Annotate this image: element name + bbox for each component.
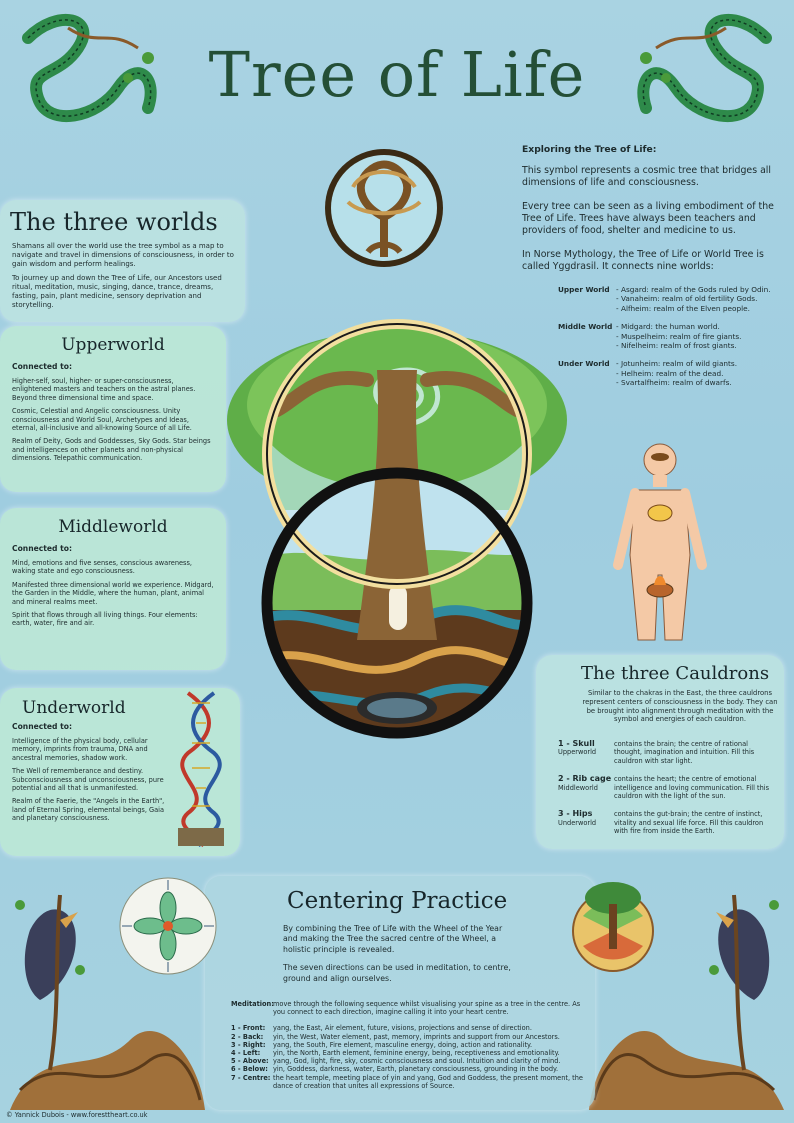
direction-text: yang, the East, Air element, future, vis… [273, 1024, 532, 1033]
world-line: - Helheim: realm of the dead. [616, 368, 724, 378]
upperworld-panel: Upperworld Connected to: Higher-self, so… [0, 326, 226, 492]
upperworld-p1: Higher-self, soul, higher- or super-cons… [12, 377, 196, 402]
world-group-label: Middle World [558, 322, 613, 332]
dragon-illustration-right [637, 14, 772, 122]
tree-of-life-illustration [227, 319, 567, 739]
world-line: - Alfheim: realm of the Elven people. [616, 303, 750, 313]
meditation-text: move through the following sequence whil… [273, 1000, 581, 1017]
middleworld-heading: Middleworld [58, 517, 168, 537]
three-worlds-heading: The three worlds [10, 208, 218, 236]
world-group-under: Under World - Jotunheim: realm of wild g… [558, 359, 778, 387]
centering-p1: By combining the Tree of Life with the W… [283, 924, 503, 954]
exploring-p2: Every tree can be seen as a living embod… [522, 201, 774, 236]
cauldron-text: contains the gut-brain; the centre of in… [614, 810, 764, 836]
world-group-label: Under World [558, 359, 610, 369]
dna-helix-icon [178, 691, 224, 848]
direction-text: yin, the West, Water element, past, memo… [273, 1032, 560, 1041]
cauldron-world: Upperworld [558, 748, 597, 757]
exploring-p3: In Norse Mythology, the Tree of Life or … [522, 249, 764, 272]
credit-text: © Yannick Dubois - www.foresttheart.co.u… [6, 1111, 148, 1119]
direction-key: 6 - Below: [231, 1065, 268, 1074]
direction-row: 5 - Above: yang, God, light, fire, sky, c… [231, 1057, 586, 1065]
direction-text: yang, the South, Fire element, masculine… [273, 1040, 533, 1049]
cauldron-text: contains the heart; the centre of emotio… [614, 775, 770, 801]
middleworld-p1: Mind, emotions and five senses, consciou… [12, 559, 193, 576]
world-line: - Nifelheim: realm of frost giants. [616, 341, 737, 351]
centering-p2: The seven directions can be used in medi… [283, 963, 511, 983]
world-line: - Jotunheim: realm of wild giants. [616, 359, 738, 369]
cauldron-name: 2 - Rib cage [558, 774, 612, 784]
nine-worlds-list: Upper World - Asgard: realm of the Gods … [558, 285, 778, 397]
world-group-upper: Upper World - Asgard: realm of the Gods … [558, 285, 778, 313]
underworld-p2: The Well of rememberance and destiny. Su… [12, 767, 164, 793]
centering-panel: Centering Practice By combining the Tree… [205, 876, 595, 1110]
page-title: Tree of Life [208, 38, 586, 111]
centering-heading: Centering Practice [287, 888, 508, 914]
world-group-label: Upper World [558, 285, 610, 294]
direction-row: 1 - Front: yang, the East, Air element, f… [231, 1024, 586, 1032]
cauldron-text: contains the brain; the centre of ration… [614, 740, 755, 765]
underworld-sub: Connected to: [12, 722, 72, 731]
direction-row: 2 - Back: yin, the West, Water element, p… [231, 1033, 586, 1041]
underworld-p3: Realm of the Faerie, the "Angels in the … [12, 797, 165, 823]
underworld-p1: Intelligence of the physical body, cellu… [12, 737, 148, 762]
seven-directions-wheel-icon [119, 877, 217, 975]
direction-key: 4 - Left: [231, 1049, 261, 1058]
raven-knotwork-right [589, 894, 784, 1110]
celtic-tree-icon [325, 149, 443, 267]
cauldrons-heading: The three Cauldrons [581, 663, 770, 684]
world-group-middle: Middle World - Midgard: the human world.… [558, 322, 778, 350]
direction-text: the heart temple, meeting place of yin a… [273, 1073, 583, 1090]
direction-text: yin, Goddess, darkness, water, Earth, pl… [273, 1065, 559, 1074]
world-line: - Muspelheim: realm of fire giants. [616, 331, 742, 341]
direction-key: 7 - Centre: [231, 1073, 271, 1082]
meditation-label: Meditation: [231, 1000, 274, 1008]
upperworld-heading: Upperworld [61, 335, 165, 355]
dragon-illustration-left [22, 14, 157, 122]
direction-text: yin, the North, Earth element, feminine … [273, 1049, 560, 1058]
cauldrons-panel: The three Cauldrons Similar to the chakr… [536, 655, 784, 849]
world-line: - Vanaheim: realm of old fertility Gods. [616, 294, 758, 304]
middleworld-sub: Connected to: [12, 544, 72, 553]
upperworld-p3: Realm of Deity, Gods and Goddesses, Sky … [12, 437, 211, 463]
world-line: - Svartalfheim: realm of dwarfs. [616, 378, 732, 388]
direction-row: 6 - Below: yin, Goddess, darkness, water,… [231, 1065, 586, 1073]
cauldron-name: 3 - Hips [558, 809, 593, 819]
upperworld-sub: Connected to: [12, 362, 72, 371]
body-cauldrons-figure [613, 443, 707, 641]
cauldron-world: Underworld [558, 818, 597, 827]
cauldron-world: Middleworld [558, 783, 598, 792]
direction-row: 4 - Left: yin, the North, Earth element, … [231, 1049, 586, 1057]
direction-text: yang, God, light, fire, sky, cosmic cons… [273, 1057, 561, 1066]
direction-key: 2 - Back: [231, 1032, 264, 1041]
direction-key: 3 - Right: [231, 1040, 266, 1049]
upperworld-p2: Cosmic, Celestial and Angelic consciousn… [12, 407, 192, 433]
direction-row: 3 - Right: yang, the South, Fire element,… [231, 1041, 586, 1049]
three-worlds-p1: Shamans all over the world use the tree … [12, 242, 234, 268]
underworld-heading: Underworld [22, 698, 126, 718]
middleworld-p3: Spirit that flows through all living thi… [12, 611, 198, 628]
underworld-panel: Underworld Connected to: Intelligence of… [0, 688, 240, 856]
middleworld-panel: Middleworld Connected to: Mind, emotions… [0, 508, 226, 670]
cauldrons-intro: Similar to the chakras in the East, the … [582, 689, 778, 724]
middleworld-p2: Manifested three dimensional world we ex… [12, 580, 214, 606]
raven-knotwork-left [10, 894, 205, 1110]
exploring-heading: Exploring the Tree of Life: [522, 144, 657, 155]
world-line: - Midgard: the human world. [616, 322, 720, 332]
cauldron-name: 1 - Skull [558, 739, 595, 748]
wheel-of-year-tree-icon [572, 882, 654, 972]
three-worlds-p2: To journey up and down the Tree of Life,… [12, 274, 222, 309]
world-line: - Asgard: realm of the Gods ruled by Odi… [616, 285, 771, 294]
three-worlds-panel: The three worlds Shamans all over the wo… [0, 200, 245, 322]
direction-row: 7 - Centre:the heart temple, meeting pla… [231, 1074, 586, 1090]
direction-key: 5 - Above: [231, 1057, 269, 1066]
direction-key: 1 - Front: [231, 1024, 266, 1033]
exploring-p1: This symbol represents a cosmic tree tha… [522, 165, 772, 188]
